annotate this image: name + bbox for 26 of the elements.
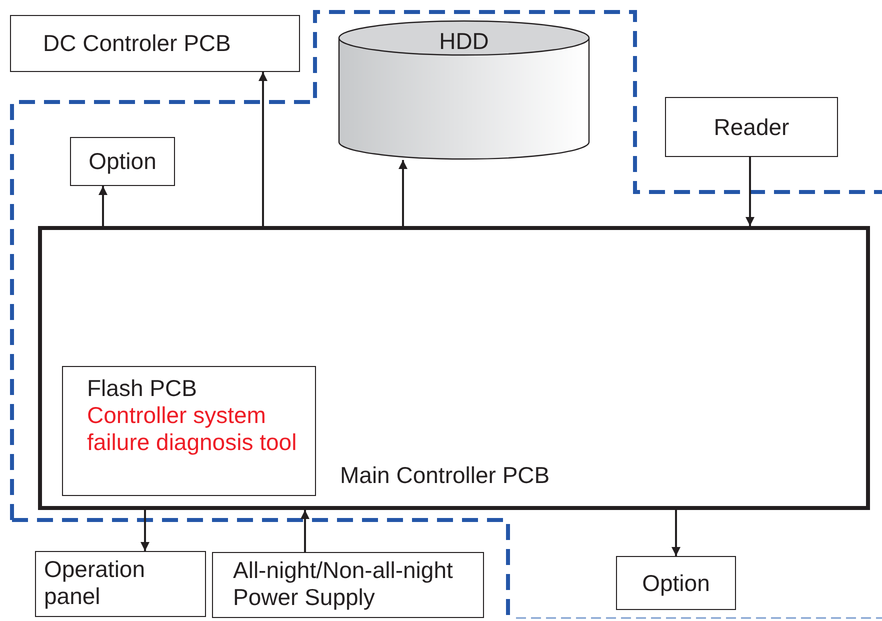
panel-box	[35, 551, 206, 617]
arrow	[300, 510, 310, 552]
node-label: Reader	[714, 112, 790, 142]
node-label: Flash PCB	[87, 375, 198, 402]
arrow	[258, 72, 268, 226]
node-label: Option	[642, 568, 710, 598]
node-label: Operation panel	[44, 556, 146, 610]
node-label: DC Controler PCB	[43, 29, 231, 58]
arrow	[672, 510, 680, 556]
arrow	[140, 510, 150, 551]
arrow	[98, 186, 108, 226]
power-supply-box	[212, 552, 484, 618]
main-board-box	[38, 226, 870, 510]
arrow	[746, 157, 754, 226]
flash-board-box	[62, 366, 316, 496]
disk-cylinder	[338, 20, 590, 160]
node-label: HDD	[439, 27, 489, 56]
arrow	[398, 160, 408, 226]
board-box	[10, 15, 300, 72]
node-label: Option	[88, 147, 156, 176]
reader-box	[665, 97, 838, 157]
option-box	[70, 137, 175, 186]
node-label: All-night/Non-all-night Power Supply	[233, 557, 454, 611]
node-note: Controller system failure diagnosis tool	[87, 402, 298, 456]
node-label: Main Controller PCB	[340, 462, 550, 488]
option-box	[616, 556, 736, 610]
